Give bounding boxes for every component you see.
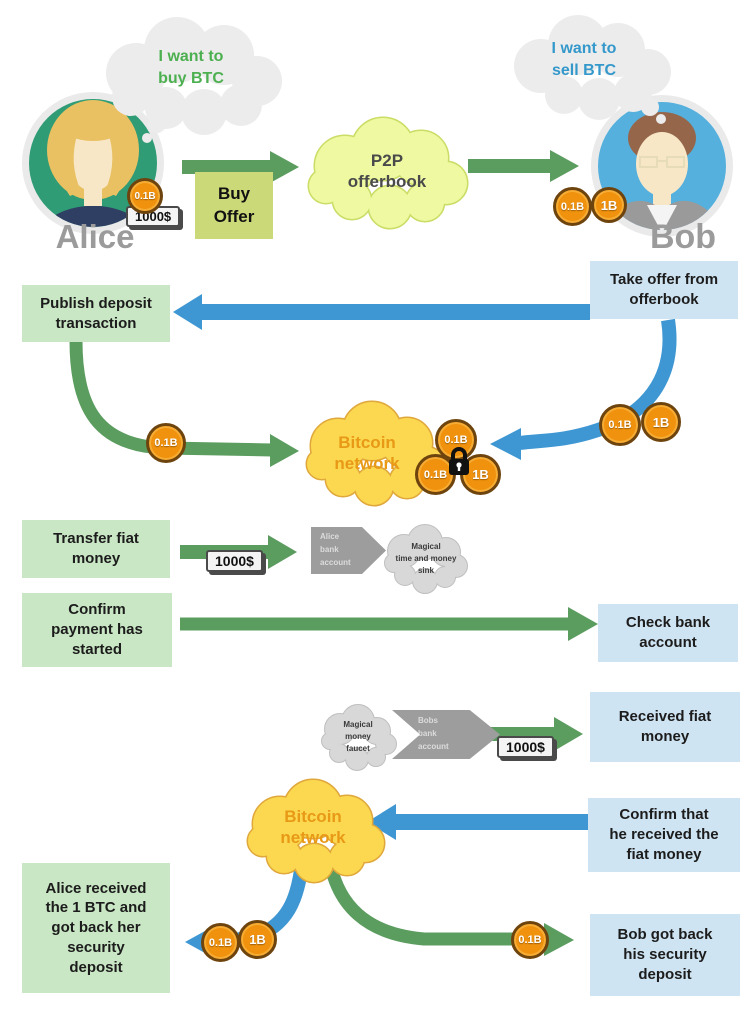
coin-locked-left: 0.1B — [415, 454, 456, 495]
arrow-publish-to-network — [69, 340, 299, 467]
lock-icon — [446, 447, 472, 482]
bob-got-back-box: Bob got back his security deposit — [590, 914, 740, 996]
coin-bob-to-network-large: 1B — [641, 402, 681, 442]
p2p-offerbook-cloud — [307, 116, 469, 230]
check-bank-box: Check bank account — [598, 604, 738, 662]
coin-bob-trade: 1B — [591, 187, 627, 223]
bob-thought-bubble — [514, 15, 671, 124]
arrow-offerbook-to-bob — [468, 150, 579, 182]
coin-alice-deposit: 0.1B — [127, 178, 163, 214]
bitcoin-network-cloud-2 — [246, 778, 386, 884]
magical-sink-cloud — [384, 524, 468, 594]
arrow-confirm-to-checkbank — [180, 607, 598, 641]
alice-name: Alice — [55, 218, 135, 255]
coin-alice-payout-small: 0.1B — [201, 923, 240, 962]
alice-avatar — [22, 92, 164, 234]
buy-offer-box: Buy Offer — [195, 172, 273, 239]
coin-bob-to-network-small: 0.1B — [599, 404, 641, 446]
coin-bob-deposit: 0.1B — [553, 187, 592, 226]
bitcoin-network-label-1: Bitcoin network — [334, 433, 400, 474]
arrow-network-to-bob-payout — [323, 860, 574, 956]
received-fiat-box: Received fiat money — [590, 692, 740, 762]
confirm-received-box: Confirm that he received the fiat money — [588, 798, 740, 872]
coin-locked-top: 0.1B — [435, 419, 477, 461]
arrow-bob-deposit-to-network — [490, 318, 677, 460]
p2p-offerbook-label: P2P offerbook — [347, 151, 427, 192]
bitcoin-network-label-2: Bitcoin network — [280, 807, 346, 848]
publish-deposit-box: Publish deposit transaction — [22, 285, 170, 342]
alice-received-box: Alice received the 1 BTC and got back he… — [22, 863, 170, 993]
transfer-fiat-box: Transfer fiat money — [22, 520, 170, 578]
alice-thought-text: I want to buy BTC — [158, 48, 224, 87]
magical-faucet-label: Magical money faucet — [343, 720, 373, 753]
arrow-alice-to-offerbook — [182, 151, 299, 183]
fiat-label-transfer: 1000$ — [206, 550, 263, 572]
arrow-confirmreceived-to-network — [367, 804, 588, 840]
alice-thought-bubble — [106, 17, 282, 143]
take-offer-box: Take offer from offerbook — [590, 261, 738, 319]
arrow-takeoffer-to-publish — [173, 294, 590, 330]
magical-sink-label: Magical time and money sink — [395, 542, 457, 575]
confirm-payment-box: Confirm payment has started — [22, 593, 172, 667]
coin-alice-to-network: 0.1B — [146, 423, 186, 463]
coin-alice-payout-large: 1B — [238, 920, 277, 959]
fiat-label-received: 1000$ — [497, 736, 554, 758]
bob-name: Bob — [649, 218, 717, 256]
bob-thought-text: I want to sell BTC — [551, 40, 617, 79]
magical-faucet-cloud — [321, 704, 397, 771]
coin-bob-payout: 0.1B — [511, 921, 549, 959]
